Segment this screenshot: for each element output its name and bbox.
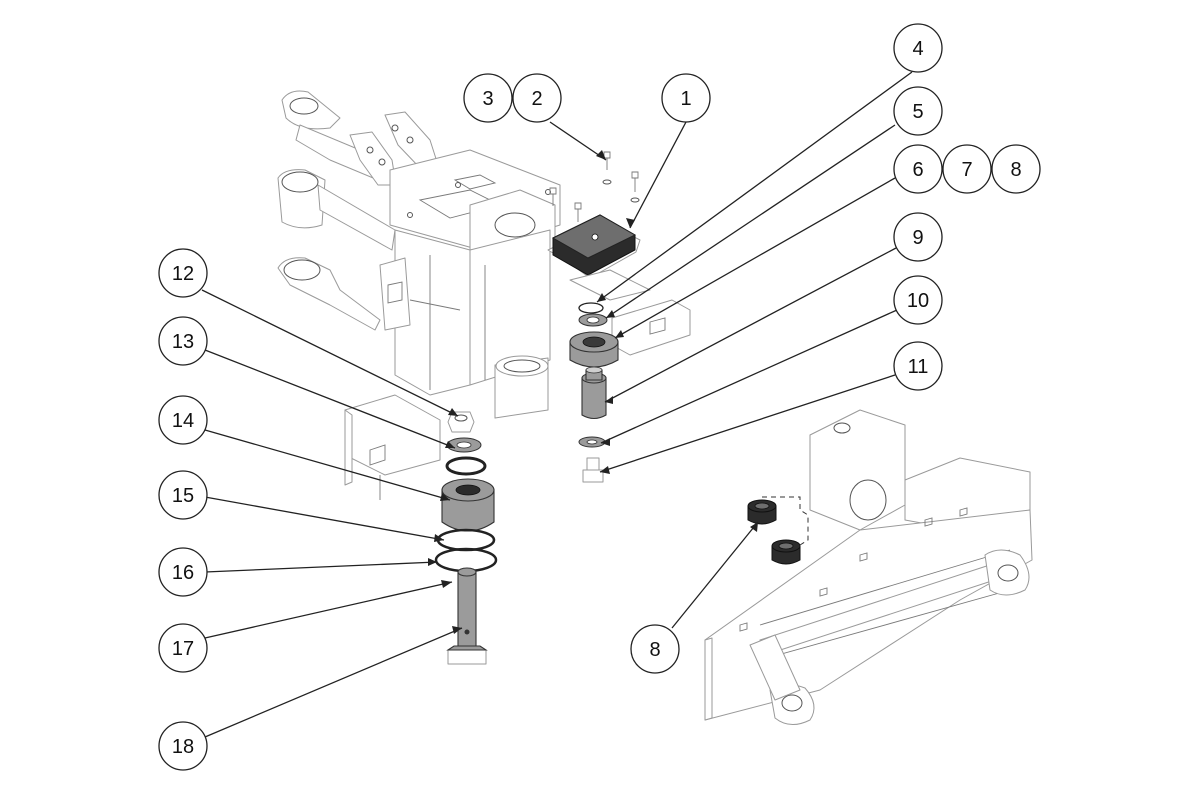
svg-text:2: 2 [531, 88, 542, 110]
callout-1: 1 [661, 73, 711, 123]
callout-14: 14 [158, 395, 208, 445]
svg-text:12: 12 [172, 263, 194, 285]
leader-14 [204, 429, 451, 501]
lower-right-frame [704, 409, 1033, 725]
leader-15 [204, 496, 445, 541]
callout-3: 3 [463, 73, 513, 123]
leader-12 [201, 289, 459, 417]
right-spacer-stack [569, 269, 691, 483]
leader-4 [596, 71, 913, 303]
svg-text:9: 9 [912, 227, 923, 249]
svg-text:5: 5 [912, 101, 923, 123]
callout-10: 10 [893, 275, 943, 325]
svg-text:13: 13 [172, 331, 194, 353]
callout-9: 9 [893, 212, 943, 262]
callout-18: 18 [158, 721, 208, 771]
callout-4: 4 [893, 23, 943, 73]
callout-11: 11 [893, 341, 943, 391]
svg-text:4: 4 [912, 38, 923, 60]
svg-text:1: 1 [680, 88, 691, 110]
callout-17: 17 [158, 623, 208, 673]
leader-18 [204, 627, 463, 738]
svg-text:11: 11 [908, 356, 929, 378]
callout-6: 6 [893, 144, 943, 194]
svg-text:6: 6 [912, 159, 923, 181]
svg-text:18: 18 [172, 736, 194, 758]
main-frame-assembly [277, 90, 561, 500]
mount-pad-and-screws [547, 151, 641, 279]
callout-13: 13 [158, 316, 208, 366]
leader-5 [605, 124, 896, 319]
svg-text:8: 8 [1010, 159, 1021, 181]
svg-text:10: 10 [907, 290, 929, 312]
leader-8b [671, 521, 759, 629]
svg-text:17: 17 [172, 638, 194, 660]
leader-16 [204, 561, 438, 573]
callout-8-bottom: 8 [630, 624, 680, 674]
left-pin-stack [434, 411, 498, 665]
callout-16: 16 [158, 547, 208, 597]
callout-15: 15 [158, 470, 208, 520]
leader-lines [201, 71, 913, 738]
leader-6 [614, 177, 896, 339]
leader-11 [599, 374, 896, 473]
svg-text:8: 8 [649, 639, 660, 661]
svg-text:14: 14 [172, 410, 194, 432]
svg-text:16: 16 [172, 562, 194, 584]
leader-10 [600, 309, 898, 444]
leader-2 [549, 121, 607, 161]
leader-17 [204, 581, 453, 639]
leader-1 [629, 121, 687, 229]
callout-7: 7 [942, 144, 992, 194]
callout-12: 12 [158, 248, 208, 298]
leader-9 [604, 247, 897, 403]
callout-5: 5 [893, 86, 943, 136]
svg-text:3: 3 [482, 88, 493, 110]
callout-2: 2 [512, 73, 562, 123]
leader-13 [204, 349, 456, 449]
svg-text:7: 7 [961, 159, 972, 181]
callouts: 1 2 3 4 5 6 7 8 [158, 23, 1041, 771]
svg-text:15: 15 [172, 485, 194, 507]
callout-8-top: 8 [991, 144, 1041, 194]
